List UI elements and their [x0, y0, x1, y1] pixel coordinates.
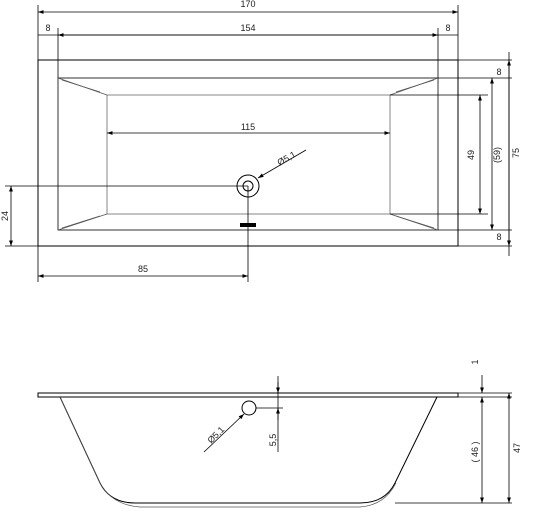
slope-line: [61, 215, 101, 229]
tub-side-rim: [37, 392, 459, 398]
dim-rim-top: 8: [496, 67, 501, 77]
dim-rim-right: 8: [445, 23, 450, 33]
dim-inner-length: 154: [240, 23, 255, 33]
top-view: 170 8 154 8 115 8 49 (59) 75 8: [0, 0, 521, 282]
slope-line: [395, 215, 435, 229]
slope-line: [395, 79, 435, 93]
dim-overall-depth: 47: [512, 443, 522, 453]
dim-rim-bottom: 8: [496, 232, 501, 242]
dim-drain-diameter: Ø5,1: [276, 149, 298, 167]
slope-line: [61, 79, 101, 93]
dim-inner-depth: ( 46 ): [470, 441, 480, 462]
dim-rim-left: 8: [45, 23, 50, 33]
dim-drain-offset-y: 24: [0, 211, 10, 221]
dim-overall-width: 170: [240, 0, 255, 9]
tub-side-shadow: [59, 396, 397, 508]
tub-side-body: [59, 396, 438, 504]
tub-bottom: [106, 94, 391, 215]
dim-inner-width: (59): [492, 147, 502, 163]
side-view: Ø5,1 5,5 1 ( 46 ) 47: [37, 359, 522, 508]
dim-rim-thickness: 1: [470, 359, 480, 364]
dim-drain-offset-x: 85: [138, 264, 148, 274]
dim-overflow-diameter: Ø5,1: [205, 424, 226, 445]
overflow-icon: [241, 400, 257, 416]
dim-bottom-width: 49: [466, 150, 476, 160]
dim-overall-height: 75: [511, 148, 521, 158]
dim-overflow-offset: 5,5: [268, 434, 278, 447]
dim-bottom-length: 115: [241, 122, 255, 132]
